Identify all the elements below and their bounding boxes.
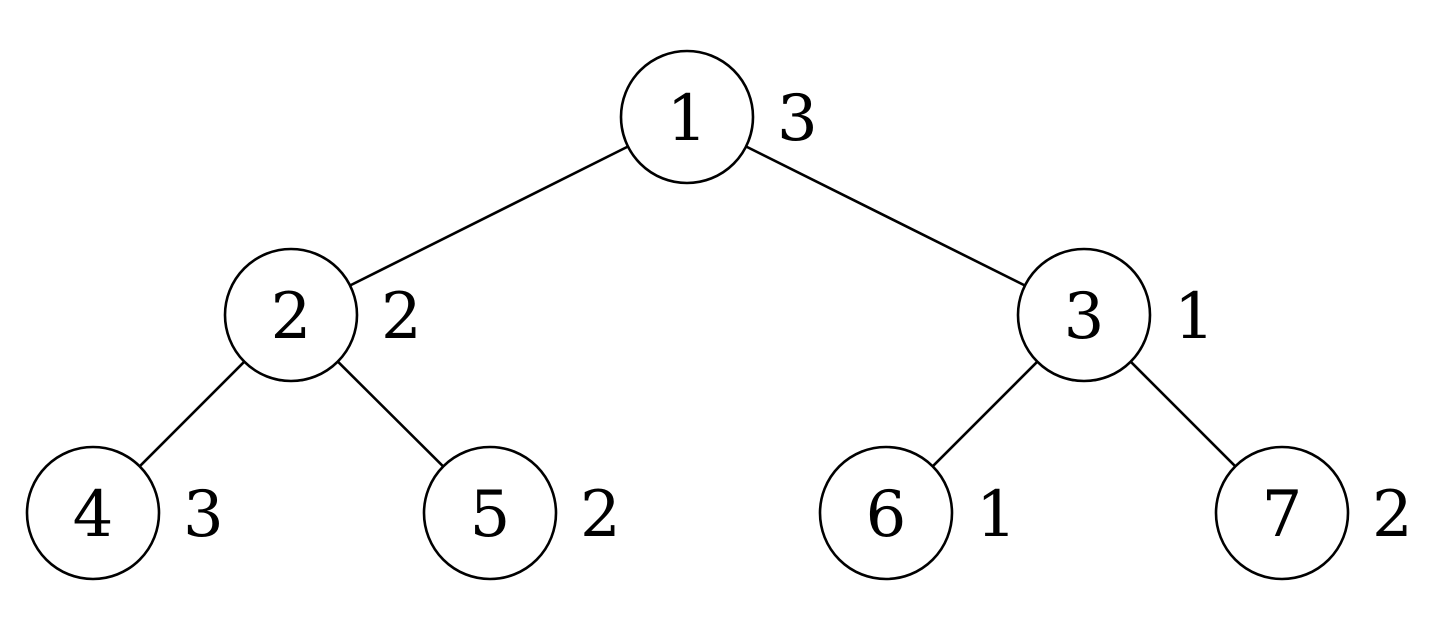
node-annotation: 2 <box>580 478 621 552</box>
node-circle <box>619 49 755 185</box>
edge-3-7 <box>1129 360 1237 468</box>
node-circle <box>25 445 161 581</box>
node-label: 1 <box>667 82 708 156</box>
node-circle <box>1016 247 1152 383</box>
node-annotation: 3 <box>183 478 224 552</box>
node-label: 7 <box>1262 478 1303 552</box>
node-annotation: 1 <box>976 478 1017 552</box>
node-annotation: 3 <box>777 82 818 156</box>
node-circle <box>223 247 359 383</box>
node-circle <box>818 445 954 581</box>
edges-layer <box>138 145 1237 468</box>
node-label: 6 <box>866 478 907 552</box>
node-circle <box>422 445 558 581</box>
edge-3-6 <box>931 360 1039 468</box>
node-annotation: 1 <box>1174 280 1215 354</box>
node-annotation: 2 <box>1372 478 1413 552</box>
node-label: 3 <box>1064 280 1105 354</box>
node-circle <box>1214 445 1350 581</box>
edge-1-3 <box>745 145 1026 287</box>
node-label: 2 <box>271 280 312 354</box>
node-label: 5 <box>470 478 511 552</box>
node-annotation: 2 <box>381 280 422 354</box>
edge-2-5 <box>336 360 445 468</box>
node-label: 4 <box>73 478 114 552</box>
edge-2-4 <box>138 360 246 468</box>
edge-1-2 <box>349 145 629 287</box>
